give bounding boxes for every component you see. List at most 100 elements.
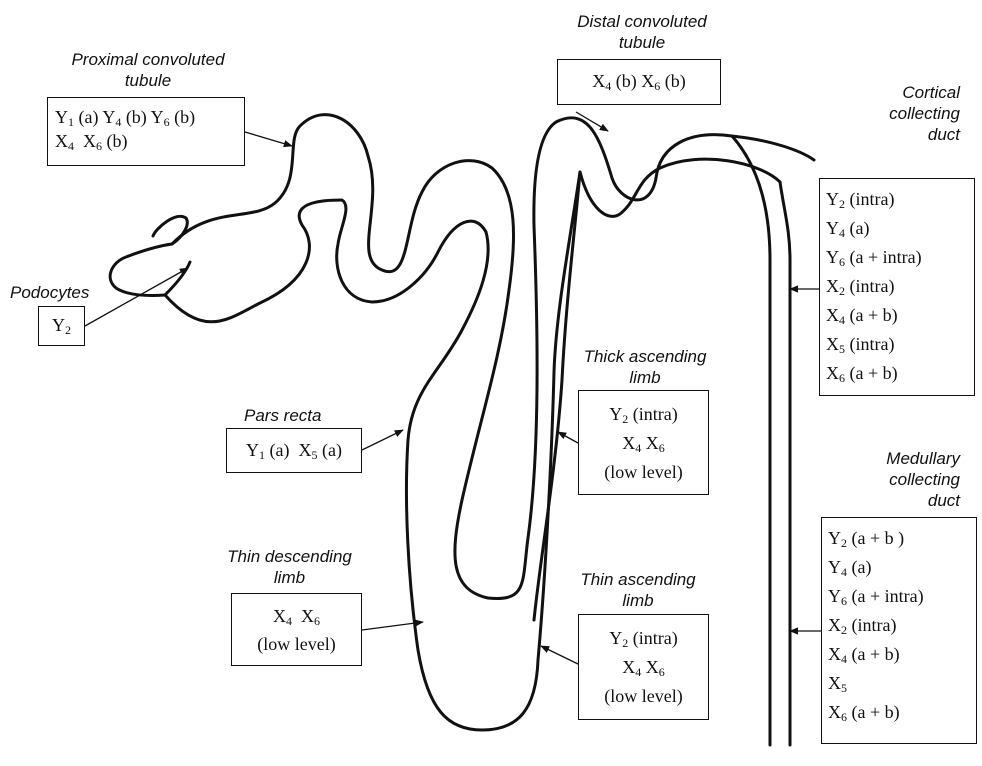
- label-text: (a + b): [847, 702, 900, 722]
- thick-ascending-title-line: Thick ascending: [583, 347, 707, 366]
- thin-descending-box: X4 X6(low level): [231, 593, 362, 666]
- label-text: (a + b ): [847, 528, 905, 548]
- medullary-box-line: Y4 (a): [828, 553, 976, 582]
- distal-title-line: tubule: [618, 33, 666, 52]
- thin-descending-title-line: limb: [273, 568, 306, 587]
- label-text: (a + b): [845, 305, 898, 325]
- medullary-title-line: duct: [927, 491, 960, 510]
- label-text: X: [826, 276, 839, 296]
- cortical-box-line: Y4 (a): [826, 214, 974, 243]
- proximal-tubule-outer: [170, 113, 816, 600]
- label-text: (b): [660, 71, 686, 91]
- label-text: (intra): [845, 276, 895, 296]
- label-subscript: 4: [841, 652, 847, 666]
- distal-box-line: X4 (b) X6 (b): [558, 69, 720, 93]
- collecting-duct-left-wall: [730, 134, 772, 747]
- label-text: X: [83, 131, 96, 151]
- arrow-distal: [575, 111, 609, 132]
- cortical-box-line: Y2 (intra): [826, 185, 974, 214]
- pars-recta-title: Pars recta: [244, 405, 334, 426]
- thin-descending-box-line: X4 X6: [232, 602, 361, 630]
- label-text: Y: [826, 218, 839, 238]
- arrow-proximal: [244, 131, 293, 148]
- label-text: Y: [828, 528, 841, 548]
- cortical-box-line: X4 (a + b): [826, 301, 974, 330]
- cortical-title-line: collecting: [889, 104, 960, 123]
- medullary-title-line: Medullary: [886, 449, 960, 468]
- thin-ascending-box-line: Y2 (intra): [579, 624, 708, 653]
- label-text: Y: [102, 107, 116, 127]
- label-text: Y: [55, 107, 68, 127]
- label-subscript: 2: [622, 636, 629, 650]
- podocyte-capsule-inner: [163, 260, 192, 297]
- label-subscript: 4: [605, 79, 612, 93]
- label-subscript: 6: [163, 115, 170, 129]
- proximal-title-line: tubule: [124, 71, 172, 90]
- cortical-title-line: duct: [927, 125, 960, 144]
- label-subscript: 2: [622, 412, 629, 426]
- label-text: Y: [826, 189, 839, 209]
- arrow-thin-descending: [361, 619, 424, 631]
- arrow-podocytes: [84, 267, 189, 327]
- label-text: X: [641, 71, 655, 91]
- thick-ascending-box: Y2 (intra)X4 X6(low level): [578, 390, 709, 495]
- thick-ascending-box-line: (low level): [579, 458, 708, 487]
- label-text: (b): [102, 131, 128, 151]
- thin-descending-box-line: (low level): [232, 630, 361, 658]
- medullary-box-line: Y6 (a + intra): [828, 582, 976, 611]
- label-subscript: 6: [841, 594, 847, 608]
- label-text: (intra): [845, 189, 895, 209]
- thin-ascending-box-line: X4 X6: [579, 653, 708, 682]
- label-text: Y: [826, 247, 839, 267]
- proximal-box-line: Y1 (a) Y4 (b) Y6 (b): [55, 105, 244, 129]
- collecting-duct-right-wall: [778, 180, 792, 747]
- label-text: X: [826, 334, 839, 354]
- label-text: (a): [317, 440, 342, 460]
- arrow-pars-recta: [361, 429, 404, 451]
- label-text: X: [273, 606, 286, 626]
- thin-ascending-title-line: limb: [622, 591, 654, 610]
- label-text: [74, 131, 83, 151]
- distal-box: X4 (b) X6 (b): [557, 59, 721, 105]
- cortical-box: Y2 (intra)Y4 (a)Y6 (a + intra)X2 (intra)…: [819, 178, 975, 396]
- medullary-box-line: X4 (a + b): [828, 640, 976, 669]
- label-subscript: 5: [839, 342, 845, 356]
- label-subscript: 4: [635, 665, 642, 679]
- label-subscript: 2: [841, 623, 847, 637]
- label-subscript: 1: [68, 115, 74, 129]
- label-text: X: [622, 657, 636, 677]
- label-text: (a): [265, 440, 299, 460]
- label-text: X: [592, 71, 606, 91]
- podocytes-title-line: Podocytes: [10, 283, 90, 302]
- medullary-box-line: X6 (a + b): [828, 698, 976, 727]
- label-text: X: [828, 644, 841, 664]
- label-text: (a + intra): [845, 247, 922, 267]
- label-text: Y: [150, 107, 164, 127]
- medullary-box-line: X2 (intra): [828, 611, 976, 640]
- thin-ascending-box-line: (low level): [579, 682, 708, 711]
- podocytes-box: Y2: [38, 306, 85, 346]
- label-text: X: [55, 131, 68, 151]
- label-subscript: 6: [841, 710, 847, 724]
- thick-ascending-box-line: Y2 (intra): [579, 400, 708, 429]
- label-subscript: 5: [841, 681, 847, 695]
- proximal-box: Y1 (a) Y4 (b) Y6 (b)X4 X6 (b): [47, 97, 245, 166]
- label-text: X: [826, 363, 839, 383]
- label-subscript: 6: [658, 441, 665, 455]
- label-text: (b): [169, 107, 196, 127]
- thin-ascending-title-line: Thin ascending: [580, 570, 696, 589]
- label-text: X: [645, 433, 659, 453]
- label-subscript: 4: [286, 614, 292, 628]
- label-subscript: 4: [635, 441, 642, 455]
- label-text: (a): [74, 107, 103, 127]
- label-subscript: 1: [259, 448, 266, 462]
- label-text: (a): [845, 218, 870, 238]
- label-text: [292, 606, 301, 626]
- cortical-box-line: X6 (a + b): [826, 359, 974, 388]
- thin-descending-title-line: Thin descending: [227, 547, 352, 566]
